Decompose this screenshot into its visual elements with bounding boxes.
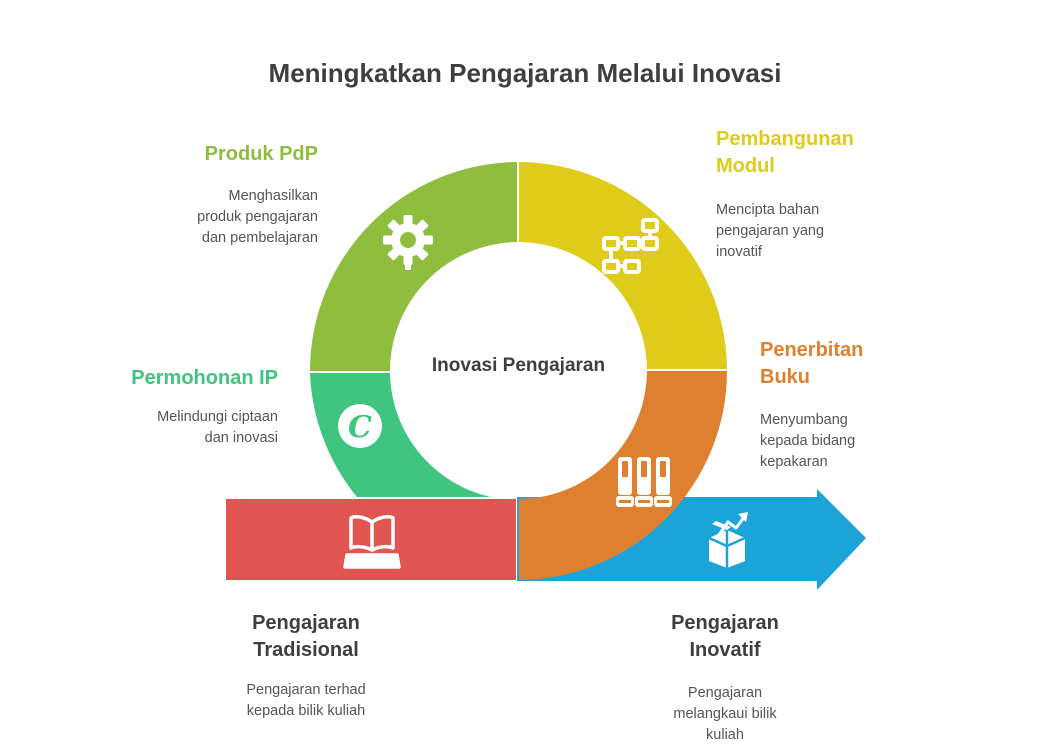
books-icon [616, 457, 672, 507]
pembangunan-modul-heading: Pembangunan Modul [716, 128, 854, 177]
svg-text:C: C [348, 410, 372, 445]
segment-permohonan-ip [310, 373, 491, 497]
produk-pdp-description: Menghasilkan produk pengajaran dan pembe… [197, 188, 318, 246]
penerbitan-buku-description: Menyumbang kepada bidang kepakaran [760, 412, 856, 470]
tradisional-description: Pengajaran terhad kepada bilik kuliah [246, 682, 366, 719]
open-book-icon [343, 515, 401, 569]
center-label: Inovasi Pengajaran [431, 355, 606, 376]
flowchart-icon [602, 218, 659, 274]
segment-produk-pdp [310, 162, 517, 371]
copyright-icon: C [338, 404, 382, 448]
permohonan-ip-description: Melindungi ciptaan dan inovasi [157, 409, 278, 446]
inovatif-description: Pengajaran melangkaui bilik kuliah [673, 685, 777, 743]
box-growth-icon [708, 512, 748, 568]
penerbitan-buku-heading: Penerbitan Buku [760, 339, 864, 388]
permohonan-ip-heading: Permohonan IP [131, 367, 278, 389]
produk-pdp-heading: Produk PdP [204, 143, 318, 165]
page-title: Meningkatkan Pengajaran Melalui Inovasi [268, 58, 782, 88]
tradisional-heading: Pengajaran Tradisional [252, 612, 360, 661]
inovatif-heading: Pengajaran Inovatif [671, 612, 779, 661]
pembangunan-modul-description: Mencipta bahan pengajaran yang inovatif [716, 202, 825, 260]
gear-icon [383, 215, 433, 270]
